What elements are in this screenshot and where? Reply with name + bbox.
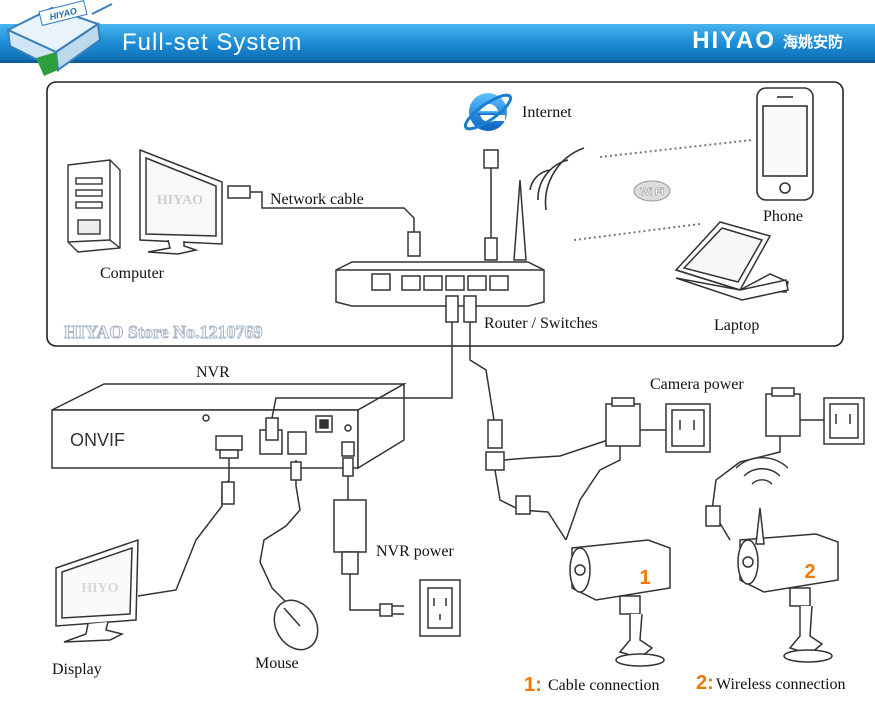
network-area-frame: [46, 81, 844, 347]
camera-2-number: 2: [804, 561, 815, 583]
vga-cable: [137, 458, 230, 597]
computer-monitor-icon: HIYAO: [139, 148, 223, 255]
router-icon: [335, 179, 545, 307]
mouse-label: Mouse: [255, 655, 299, 672]
wireless-waves-icon: [529, 147, 585, 211]
header: HIYAO Full-set System HIYAO 海姚安防: [0, 0, 875, 76]
book-logo-icon: HIYAO: [5, 0, 113, 76]
camera2-power-adapter-icon: [705, 387, 865, 541]
router-to-camera-cable: [463, 295, 623, 541]
wifi-badge-icon: Wi Fi: [633, 180, 671, 202]
wireless-link-laptop: [573, 223, 701, 241]
legend-item1-text: Cable connection: [548, 677, 660, 694]
legend-item2-number: 2:: [696, 672, 714, 694]
store-watermark: HIYAO Store No.1210769: [64, 322, 263, 342]
brand-name: HIYAO: [692, 27, 776, 54]
laptop-label: Laptop: [714, 317, 759, 334]
nvr-power-label: NVR power: [376, 543, 454, 560]
network-cable-label: Network cable: [270, 191, 364, 208]
camera-1-number: 1: [639, 567, 650, 589]
page-title: Full-set System: [122, 29, 302, 56]
legend-item2-text: Wireless connection: [716, 676, 846, 693]
legend-item1-number: 1:: [524, 674, 542, 696]
wifi-label: Wi Fi: [640, 187, 664, 198]
network-cable: [227, 185, 421, 257]
camera1-power-adapter-icon: [565, 397, 711, 541]
header-rule: [0, 60, 875, 63]
header-bar: [0, 24, 875, 60]
display-monitor-icon: HIYO: [55, 538, 139, 643]
vga-connector: [221, 481, 235, 505]
internet-label: Internet: [522, 104, 572, 121]
wireless-link-phone: [599, 139, 753, 158]
monitor-watermark: HIYAO: [157, 193, 203, 208]
mouse-icon: [259, 460, 319, 651]
router-to-nvr-cable: [265, 295, 459, 441]
onvif-label: ONVIF: [70, 430, 125, 450]
internet-cable: [483, 149, 499, 261]
display-watermark: HIYO: [81, 581, 118, 596]
phone-icon: [756, 87, 814, 201]
camera-power-label: Camera power: [650, 376, 744, 393]
nvr-power-adapter-icon: [333, 457, 461, 637]
router-label: Router / Switches: [484, 315, 598, 332]
computer-label: Computer: [100, 265, 165, 282]
nvr-label: NVR: [196, 364, 230, 381]
display-label: Display: [52, 661, 102, 678]
camera-2-wireless-waves-icon: [735, 457, 789, 485]
camera-2-icon: [737, 507, 839, 663]
computer-tower-icon: [67, 159, 121, 253]
legend: 1: Cable connection 2: Wireless connecti…: [524, 672, 846, 696]
nvr-unit-icon: [51, 382, 407, 470]
internet-explorer-icon: [463, 93, 513, 131]
brand-name-cn: 海姚安防: [783, 33, 843, 51]
camera-1-icon: [569, 539, 671, 667]
laptop-icon: [674, 221, 789, 301]
phone-label: Phone: [763, 208, 803, 225]
